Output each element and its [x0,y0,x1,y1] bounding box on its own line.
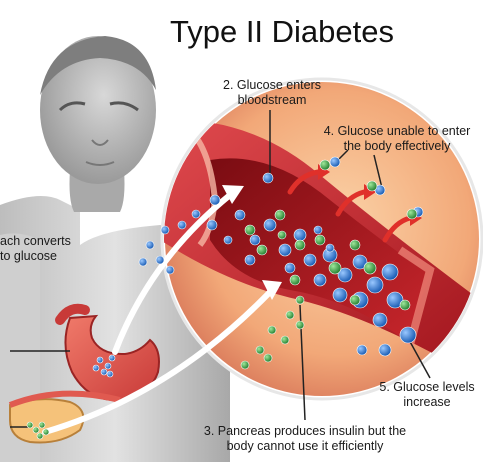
insulin-molecule [241,361,249,369]
glucose-molecule [139,258,147,266]
glucose-molecule [382,264,398,280]
glucose-molecule [146,241,154,249]
step3-label: 3. Pancreas produces insulin but the bod… [180,424,430,454]
step1-line2: to glucose [0,249,71,264]
glucose-molecule [178,221,186,229]
glucose-molecule [264,219,276,231]
step5-label: 5. Glucose levels increase [372,380,482,410]
insulin-molecule [295,240,305,250]
glucose-molecule [97,357,103,363]
insulin-molecule [33,427,39,433]
glucose-molecule [156,256,164,264]
insulin-molecule [39,422,45,428]
glucose-molecule [235,210,245,220]
insulin-molecule [268,326,276,334]
glucose-molecule [373,313,387,327]
insulin-molecule [329,262,341,274]
glucose-molecule [314,274,326,286]
insulin-molecule [350,240,360,250]
step5-line1: 5. Glucose levels [372,380,482,395]
insulin-molecule [367,181,377,191]
glucose-molecule [400,327,416,343]
step2-line1: 2. Glucose enters [212,78,332,93]
step5-line2: increase [372,395,482,410]
glucose-molecule [333,288,347,302]
insulin-molecule [286,311,294,319]
step4-line1: 4. Glucose unable to enter [312,124,482,139]
insulin-molecule [275,210,285,220]
insulin-molecule [27,422,33,428]
insulin-molecule [350,295,360,305]
insulin-molecule [245,225,255,235]
glucose-molecule [379,344,391,356]
glucose-molecule [93,365,99,371]
step1-label: ach converts to glucose [0,234,71,264]
step3-line2: body cannot use it efficiently [180,439,430,454]
step3-line1: 3. Pancreas produces insulin but the [180,424,430,439]
step4-label: 4. Glucose unable to enter the body effe… [312,124,482,154]
glucose-molecule [250,235,260,245]
insulin-molecule [315,235,325,245]
glucose-molecule [105,363,111,369]
insulin-molecule [278,231,286,239]
glucose-molecule [279,244,291,256]
step1-line1: ach converts [0,234,71,249]
glucose-molecule [207,220,217,230]
glucose-molecule [304,254,316,266]
insulin-molecule [264,354,272,362]
glucose-molecule [314,226,322,234]
step4-line2: the body effectively [312,139,482,154]
glucose-molecule [166,266,174,274]
glucose-molecule [101,369,107,375]
glucose-molecule [109,355,115,361]
insulin-molecule [43,429,49,435]
step2-line2: bloodstream [212,93,332,108]
page-title: Type II Diabetes [170,14,470,50]
insulin-molecule [364,262,376,274]
insulin-molecule [296,296,304,304]
insulin-molecule [290,275,300,285]
glucose-molecule [294,229,306,241]
glucose-molecule [285,263,295,273]
glucose-molecule [210,195,220,205]
glucose-molecule [326,244,334,252]
glucose-molecule [107,371,113,377]
insulin-molecule [400,300,410,310]
glucose-molecule [263,173,273,183]
insulin-molecule [256,346,264,354]
insulin-molecule [296,321,304,329]
insulin-molecule [37,433,43,439]
insulin-molecule [281,336,289,344]
glucose-molecule [357,345,367,355]
glucose-molecule [330,157,340,167]
insulin-molecule [257,245,267,255]
glucose-molecule [224,236,232,244]
glucose-molecule [161,226,169,234]
glucose-molecule [192,210,200,218]
step2-label: 2. Glucose enters bloodstream [212,78,332,108]
glucose-molecule [367,277,383,293]
insulin-molecule [320,160,330,170]
insulin-molecule [407,209,417,219]
glucose-molecule [245,255,255,265]
